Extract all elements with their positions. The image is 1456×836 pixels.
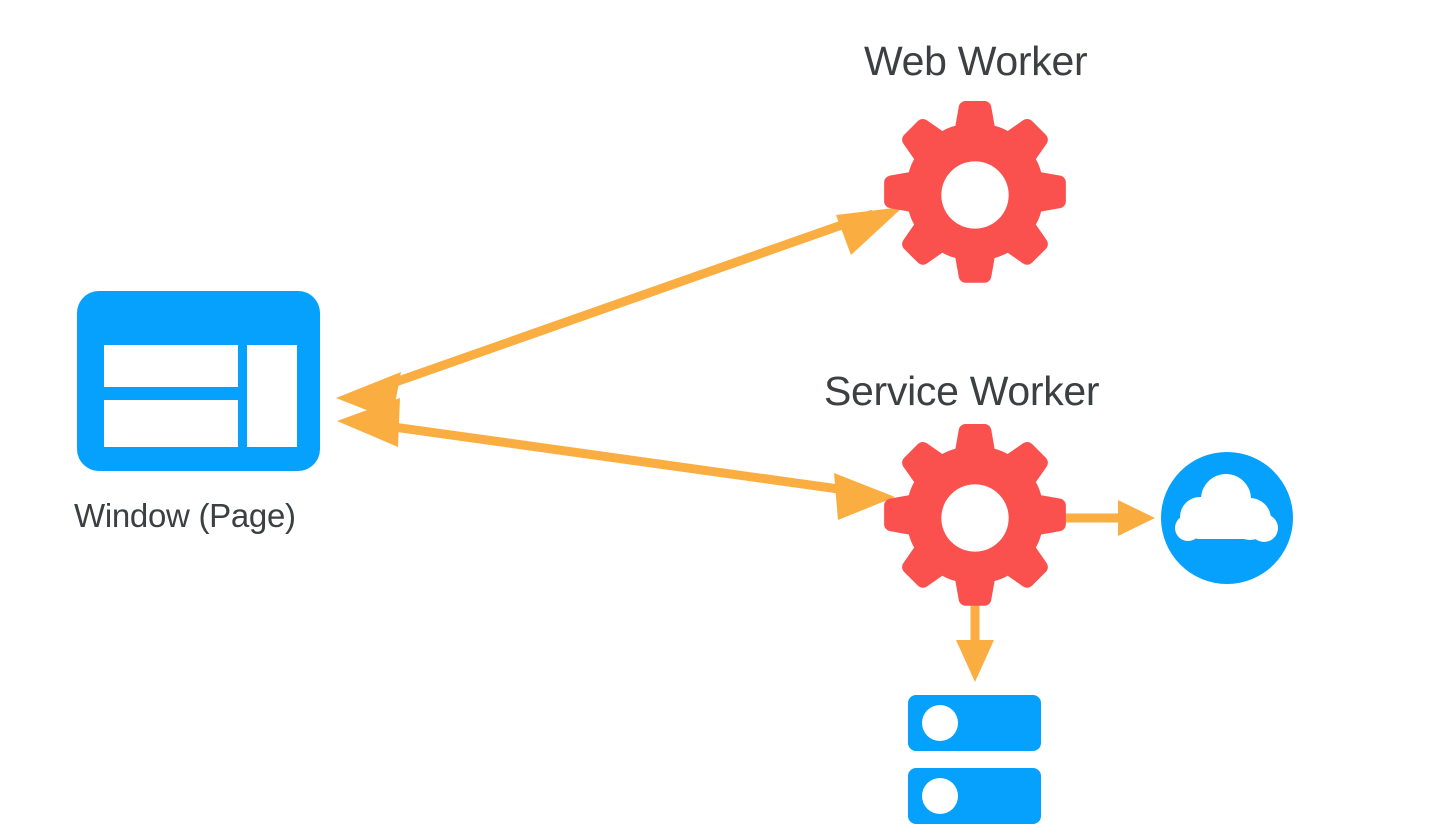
label-web-worker: Web Worker xyxy=(864,38,1088,84)
gear-icon-service-worker[interactable] xyxy=(884,423,1066,606)
edge-service-worker-database xyxy=(956,600,994,682)
edge-window-service-worker xyxy=(337,398,895,520)
label-window-page: Window (Page) xyxy=(74,497,296,534)
gear-icon-web-worker[interactable] xyxy=(884,100,1066,283)
label-service-worker: Service Worker xyxy=(824,368,1100,414)
cloud-icon[interactable] xyxy=(1161,452,1293,584)
database-icon[interactable] xyxy=(908,695,1041,824)
browser-window-icon[interactable] xyxy=(77,291,320,471)
